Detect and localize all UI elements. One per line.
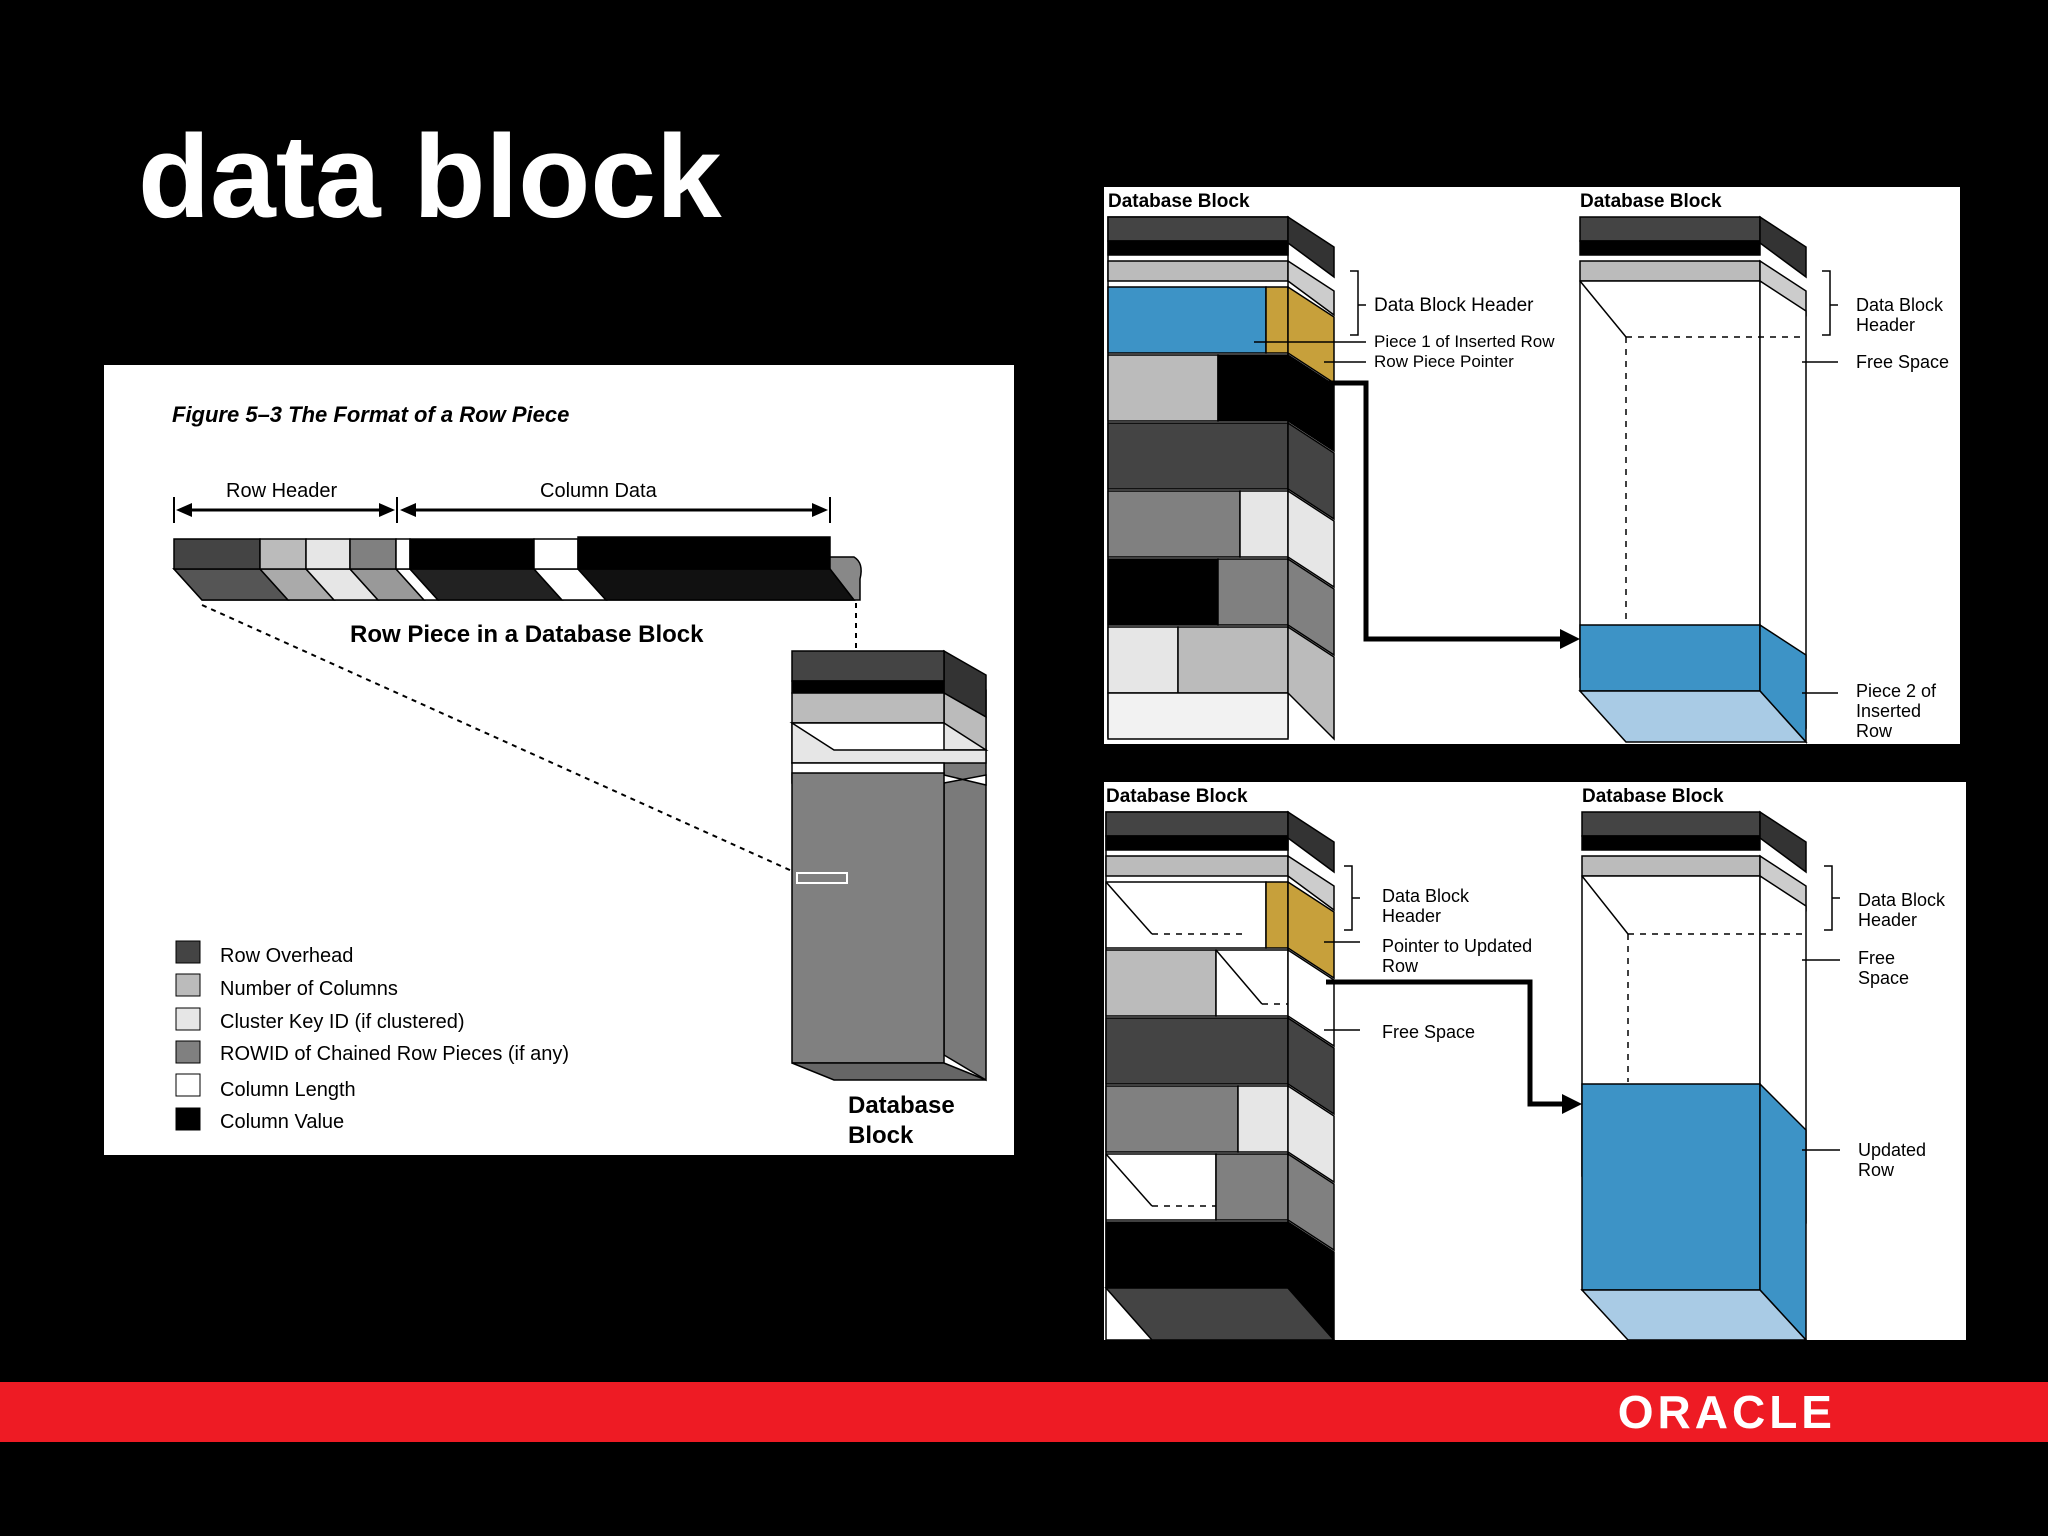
callout-lines (1254, 270, 1838, 694)
right-database-block (1580, 810, 1808, 1340)
slide-title: data block (138, 111, 722, 243)
legend-swatch (175, 1040, 201, 1064)
left-database-block (1107, 215, 1335, 741)
right-header-label: Data Block Header (1856, 295, 1948, 335)
legend-swatch (175, 1073, 201, 1097)
legend-swatch (175, 1007, 201, 1031)
legend-item: Row Overhead (175, 940, 353, 967)
dimension-lines (173, 497, 831, 523)
left-database-block (1104, 810, 1336, 1340)
right-header-label: Data Block Header (1858, 890, 1950, 930)
callout-lines (1324, 865, 1840, 1151)
pointer-to-updated-row-label: Pointer to Updated Row (1382, 936, 1537, 976)
left-block-title: Database Block (1106, 786, 1248, 807)
legend-label: Number of Columns (220, 978, 398, 1000)
right-block-title: Database Block (1580, 191, 1722, 212)
legend-item: Cluster Key ID (if clustered) (175, 1007, 465, 1033)
legend-label: Row Overhead (220, 945, 353, 967)
legend-label: ROWID of Chained Row Pieces (if any) (220, 1043, 569, 1065)
data-block-header-label: Data Block Header (1382, 886, 1474, 926)
column-data-label: Column Data (540, 480, 658, 502)
row-piece-pointer-arrow (1322, 380, 1580, 649)
row-piece-figure: Figure 5–3 The Format of a Row Piece Row… (104, 365, 1014, 1155)
database-block-label: Database Block (848, 1092, 961, 1149)
legend-label: Column Length (220, 1079, 356, 1101)
legend-label: Cluster Key ID (if clustered) (220, 1011, 465, 1033)
database-block-box (789, 649, 989, 1082)
row-piece-label: Row Piece in a Database Block (350, 621, 704, 648)
right-database-block (1578, 215, 1808, 744)
updated-row-pointer-arrow (1326, 979, 1582, 1114)
row-piece-bar (172, 536, 862, 601)
legend-item: Column Length (175, 1073, 356, 1101)
legend-swatch (175, 973, 201, 997)
legend-swatch (175, 1107, 201, 1131)
inserted-row-figure: Database Block Database Block (1104, 187, 1960, 744)
piece2-label: Piece 2 of Inserted Row (1856, 681, 1941, 741)
left-block-title: Database Block (1108, 191, 1250, 212)
free-space-right-label: Free Space (1858, 948, 1909, 988)
piece1-label: Piece 1 of Inserted Row (1374, 332, 1555, 351)
data-block-header-label: Data Block Header (1374, 295, 1534, 316)
legend: Row Overhead Number of Columns Cluster K… (175, 940, 569, 1133)
row-piece-pointer-label: Row Piece Pointer (1374, 352, 1514, 371)
legend-item: Column Value (175, 1107, 344, 1133)
free-space-label: Free Space (1856, 352, 1949, 372)
free-space-left-label: Free Space (1382, 1022, 1475, 1042)
legend-item: ROWID of Chained Row Pieces (if any) (175, 1040, 569, 1065)
legend-swatch (175, 940, 201, 964)
legend-item: Number of Columns (175, 973, 398, 1000)
updated-row-figure: Database Block Database Block (1104, 782, 1966, 1340)
oracle-logo: ORACLE (1617, 1386, 1836, 1438)
figure-caption: Figure 5–3 The Format of a Row Piece (172, 402, 569, 427)
right-block-title: Database Block (1582, 786, 1724, 807)
legend-label: Column Value (220, 1111, 344, 1133)
row-header-label: Row Header (226, 480, 338, 502)
footer-bar: ORACLE (0, 1382, 2048, 1442)
updated-row-label: Updated Row (1858, 1140, 1931, 1180)
